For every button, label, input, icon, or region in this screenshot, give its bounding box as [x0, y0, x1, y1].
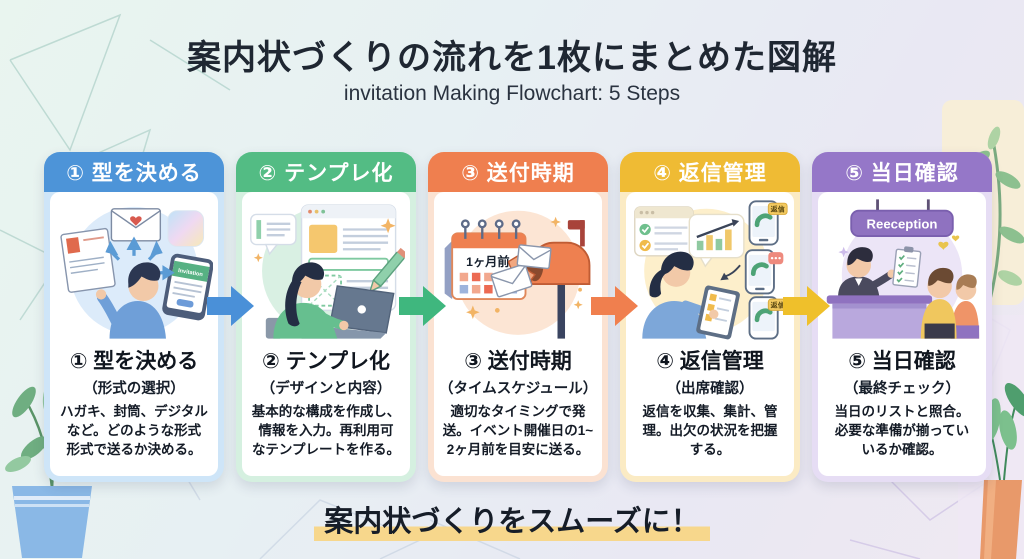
step-panel: Reeception: [818, 192, 986, 476]
step-heading: ④ 返信管理: [656, 350, 764, 373]
svg-text:Reeception: Reeception: [867, 217, 938, 232]
step-subheading: （タイムスケジュール）: [439, 381, 598, 397]
page-subtitle: invitation Making Flowchart: 5 Steps: [343, 82, 681, 105]
postcard-icon: [60, 227, 116, 293]
step-header: ⑤ 当日確認: [812, 152, 992, 192]
flow-arrow-4: [783, 286, 830, 326]
pencil-icon: [368, 247, 405, 294]
step-card-5: ⑤ 当日確認 Reeception: [812, 152, 992, 482]
step3-illustration: 1ヶ月前: [439, 196, 597, 342]
envelope-icon: [110, 208, 162, 242]
envelope-icon: [516, 244, 552, 270]
step-heading: ① 型を決める: [69, 350, 199, 373]
step-heading: ③ 送付時期: [464, 350, 572, 373]
svg-text:Invitation: Invitation: [178, 268, 204, 278]
svg-text:返信: 返信: [771, 301, 785, 310]
page-title: 案内状づくりの流れを1枚にまとめた図解: [187, 39, 837, 77]
step4-illustration: 返信: [631, 196, 789, 342]
step-panel: 1ヶ月前: [434, 192, 602, 476]
step-description: 当日のリストと照合。 必要な準備が揃ってい いるか確認。: [834, 404, 970, 458]
step-card-1: ① 型を決める: [44, 152, 224, 482]
flow-arrow-3: [591, 286, 638, 326]
receptionist: [838, 247, 896, 298]
svg-text:返信: 返信: [771, 205, 785, 214]
speech-bubble-icon: [250, 213, 297, 256]
step-subheading: （形式の選択）: [83, 381, 185, 397]
step-panel: ② テンプレ化 （デザインと内容） 基本的な構成を作成し、 情報を入力。再利用可…: [242, 192, 410, 476]
step1-illustration: Invitation: [55, 196, 213, 342]
guest-checklist: [892, 246, 922, 288]
step-panel: Invitation: [50, 192, 218, 476]
step-card-4: ④ 返信管理: [620, 152, 800, 482]
svg-text:1ヶ月前: 1ヶ月前: [466, 254, 509, 269]
steps-row: ① 型を決める: [44, 152, 992, 482]
step-subheading: （出席確認）: [666, 381, 754, 397]
step-description: 適切なタイミングで発 送。イベント開催日の1~ 2ヶ月前を目安に送る。: [442, 404, 594, 458]
reception-sign: Reeception: [850, 199, 954, 238]
step-card-2: ② テンプレ化: [236, 152, 416, 482]
reply-tag: 返信: [767, 202, 788, 215]
sparkle-icon: [380, 218, 396, 234]
step2-illustration: [247, 196, 405, 342]
step-header: ② テンプレ化: [236, 152, 416, 192]
person-with-tablet: [642, 251, 740, 340]
step-heading: ② テンプレ化: [262, 350, 390, 373]
footer-headline: 案内状づくりをスムーズに！: [0, 498, 1024, 541]
step5-illustration: Reeception: [823, 196, 981, 342]
step-description: 基本的な構成を作成し、 情報を入力。再利用可 なテンプレートを作る。: [251, 404, 401, 458]
footer-highlight: 案内状づくりをスムーズに！: [314, 506, 710, 541]
flow-arrow-2: [399, 286, 446, 326]
flow-arrow-1: [207, 286, 254, 326]
person-pointing: [95, 262, 166, 339]
step-description: ハガキ、封筒、デジタル など。どのような形式 形式で送るか決める。: [60, 404, 208, 458]
step-header: ③ 送付時期: [428, 152, 608, 192]
tablet-icon: Invitation: [162, 253, 213, 321]
step-subheading: （デザインと内容）: [260, 381, 392, 397]
step-header: ① 型を決める: [44, 152, 224, 192]
chart-bubble-icon: [688, 213, 745, 268]
envelope-icon: [490, 263, 533, 298]
step-card-3: ③ 送付時期: [428, 152, 608, 482]
step-description: 返信を収集、集計、管 理。出欠の状況を把握 する。: [642, 404, 778, 458]
reception-desk: [826, 295, 933, 339]
step-heading: ⑤ 当日確認: [848, 350, 956, 373]
app-icon: [167, 210, 205, 247]
step-header: ④ 返信管理: [620, 152, 800, 192]
step-subheading: （最終チェック）: [844, 381, 960, 397]
step-panel: 返信: [626, 192, 794, 476]
phone-icon: [744, 249, 784, 295]
checklist-window-icon: [634, 206, 694, 257]
person-typing: [265, 262, 349, 339]
